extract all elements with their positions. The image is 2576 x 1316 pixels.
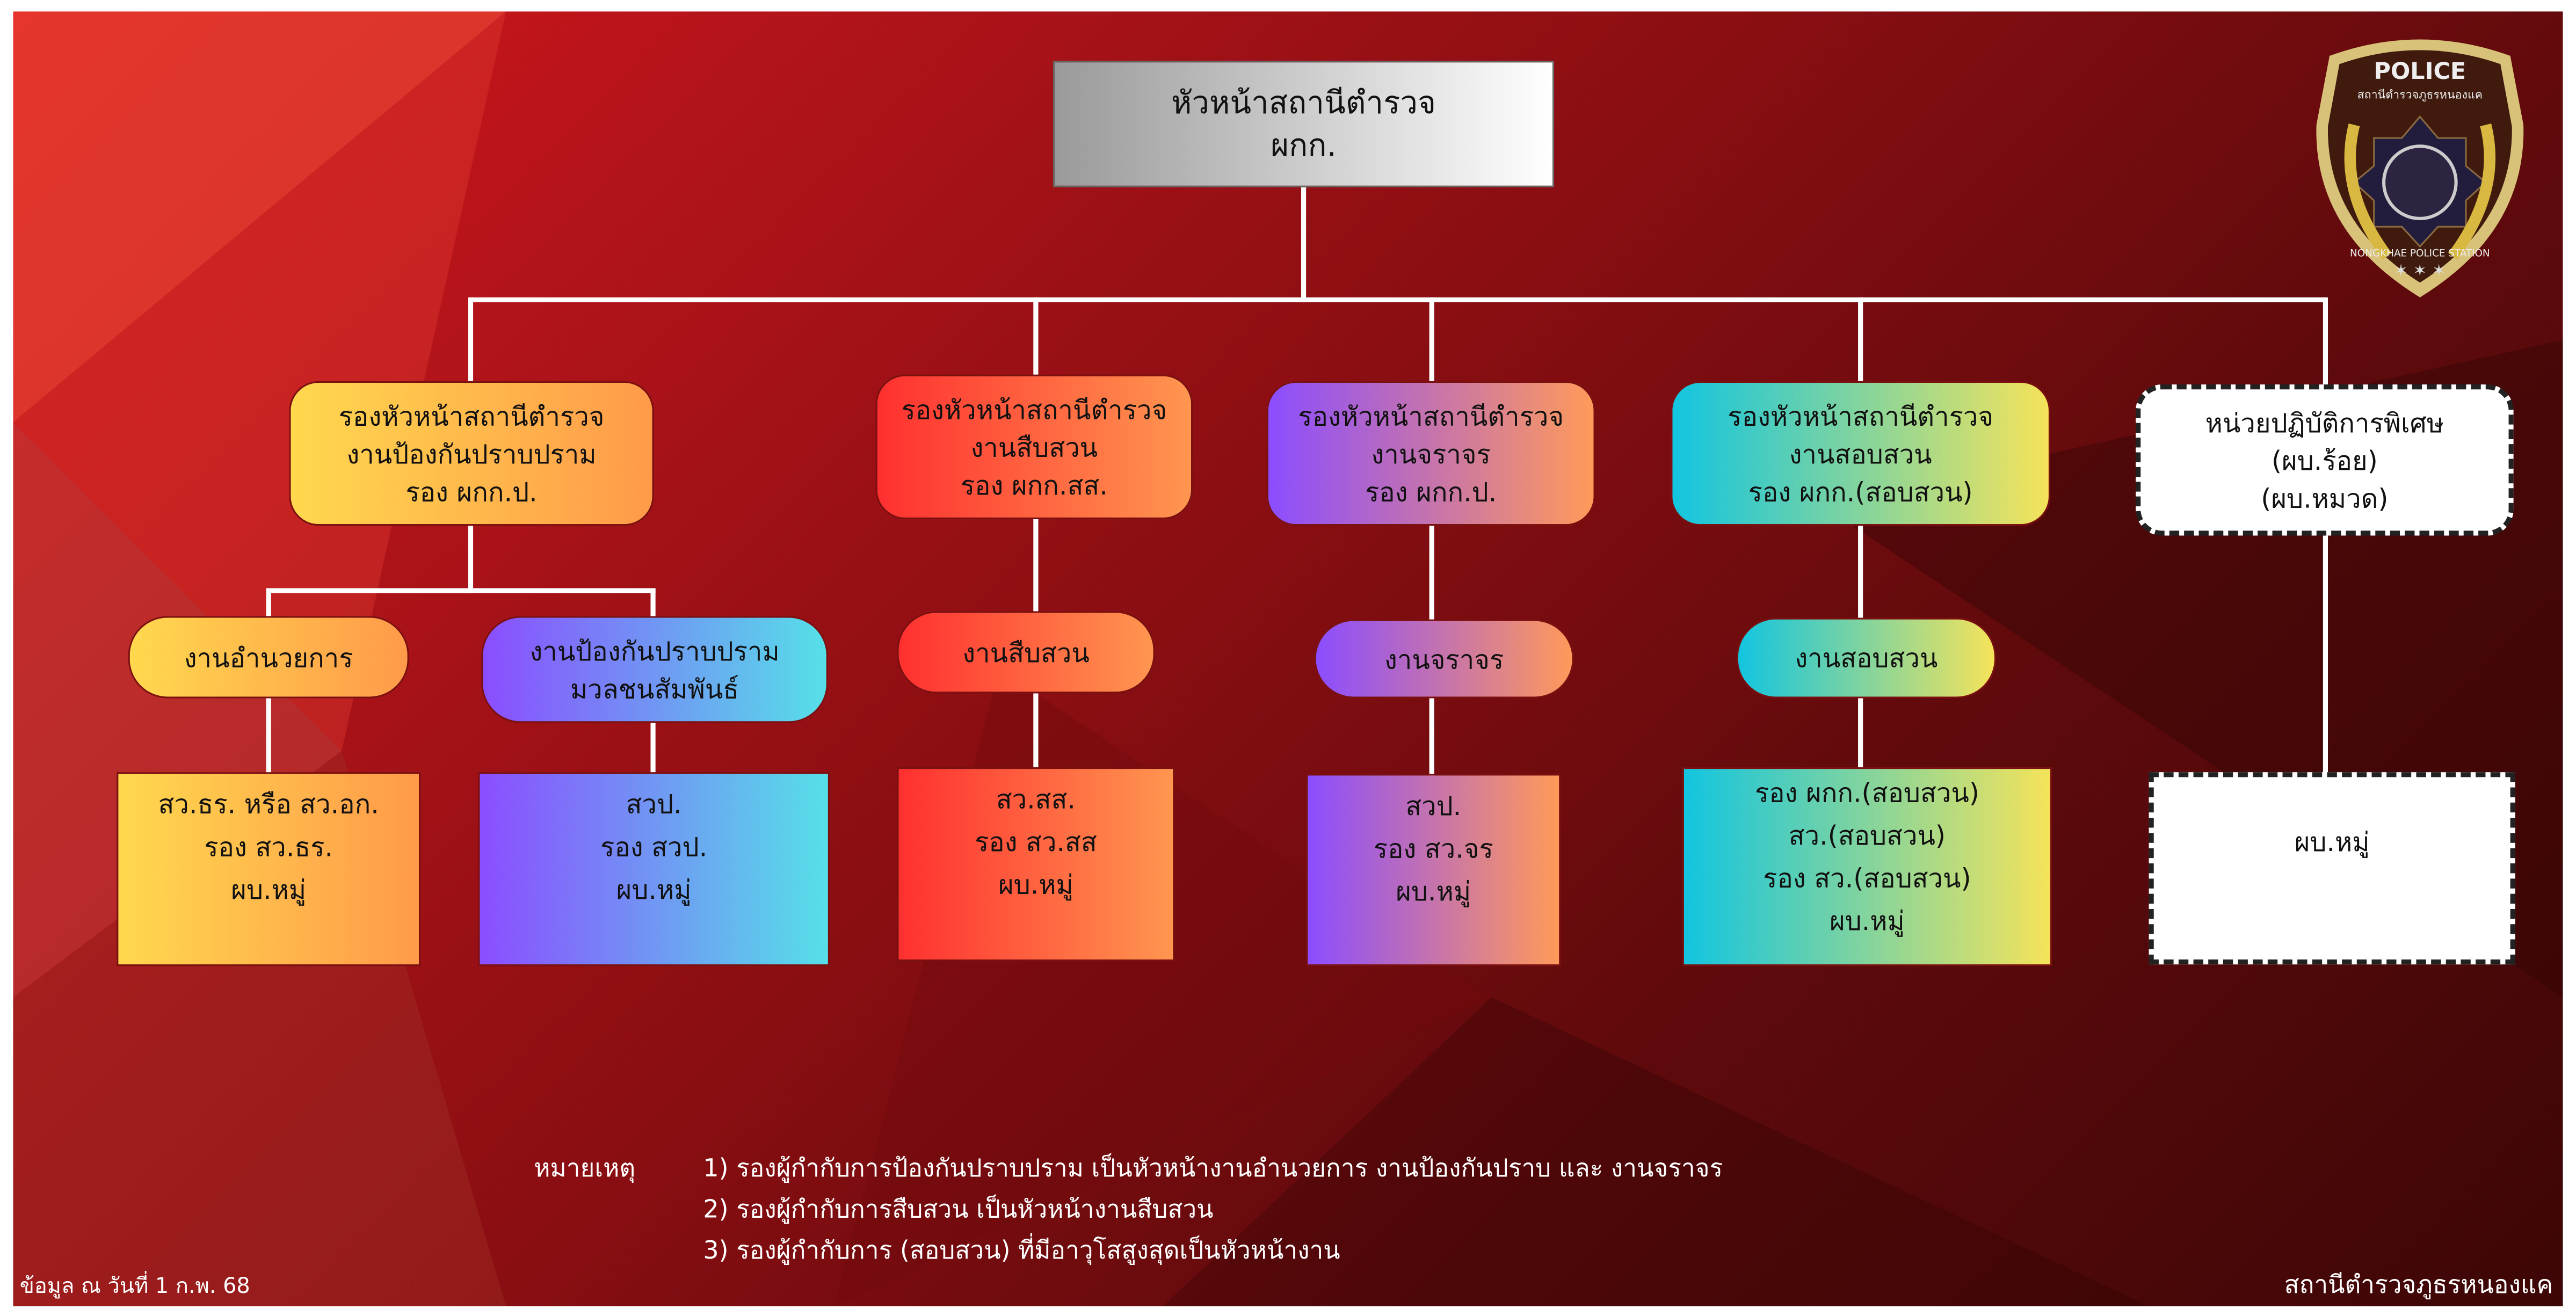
line: งานสอบสวน <box>1789 438 1932 469</box>
notes-label: หมายเหตุ <box>534 1153 636 1183</box>
line: งานสืบสวน <box>962 636 1090 668</box>
line: รองหัวหน้าสถานีตำรวจ <box>1728 400 1994 432</box>
line: สว.(สอบสวน) <box>1788 819 1946 852</box>
note-item: 2) รองผู้กำกับการสืบสวน เป็นหัวหน้างานสื… <box>703 1194 1214 1224</box>
line: รองหัวหน้าสถานีตำรวจ <box>901 393 1167 425</box>
line: รอง สว.(สอบสวน) <box>1763 862 1971 894</box>
line: รองหัวหน้าสถานีตำรวจ <box>1298 400 1564 432</box>
unit-community: งานป้องกันปราบปรามมวลชนสัมพันธ์ <box>481 616 828 723</box>
line: สว.ธร. หรือ สว.อก. <box>158 788 379 820</box>
line: ผบ.หมู่ <box>616 874 692 906</box>
staff-prevention: สวป. รอง สวป. ผบ.หมู่ <box>478 772 830 966</box>
svg-text:✶ ✶ ✶: ✶ ✶ ✶ <box>2394 261 2446 280</box>
line: ผบ.หมู่ <box>231 874 307 906</box>
staff-special-ops: ผบ.หมู่ <box>2149 772 2515 965</box>
station-name: สถานีตำรวจภูธรหนองแค <box>2284 1270 2553 1300</box>
line: รอง ผกก.ป. <box>405 475 538 507</box>
line: งานสอบสวน <box>1795 642 1938 674</box>
head-rank: ผกก. <box>1271 127 1337 164</box>
line: งานป้องกันปราบปราม <box>529 635 780 666</box>
note-item: 1) รองผู้กำกับการป้องกันปราบปราม เป็นหัว… <box>703 1153 1723 1183</box>
line: ผบ.หมู่ <box>2294 826 2370 858</box>
head-box: หัวหน้าสถานีตำรวจ ผกก. <box>1053 61 1555 187</box>
line: งานสืบสวน <box>970 431 1098 463</box>
line: รอง สวป. <box>600 831 708 863</box>
background <box>13 11 2563 1306</box>
unit-admin: งานอำนวยการ <box>128 616 409 699</box>
deputy-box-traffic: รองหัวหน้าสถานีตำรวจงานจราจรรอง ผกก.ป. <box>1266 381 1595 526</box>
deputy-box-inquiry: รองหัวหน้าสถานีตำรวจงานสอบสวนรอง ผกก.(สอ… <box>1671 381 2051 526</box>
staff-inquiry: รอง ผกก.(สอบสวน) สว.(สอบสวน) รอง สว.(สอบสว… <box>1682 767 2052 966</box>
svg-text:POLICE: POLICE <box>2374 58 2466 85</box>
line: ผบ.หมู่ <box>1829 905 1905 937</box>
unit-investigation: งานสืบสวน <box>897 611 1155 694</box>
data-date: ข้อมูล ณ วันที่ 1 ก.พ. 68 <box>19 1275 250 1300</box>
line: รอง ผกก.(สอบสวน) <box>1754 777 1979 809</box>
line: สว.สส. <box>996 783 1076 815</box>
line: รอง ผกก.สส. <box>960 469 1108 500</box>
line: งานป้องกันปราบปราม <box>346 438 597 469</box>
deputy-box-prevention: รองหัวหน้าสถานีตำรวจงานป้องกันปราบปรามรอ… <box>289 381 654 526</box>
svg-text:NONGKHAE POLICE STATION: NONGKHAE POLICE STATION <box>2350 248 2490 259</box>
line: รอง สว.สส <box>974 826 1097 858</box>
line: รองหัวหน้าสถานีตำรวจ <box>338 400 605 432</box>
unit-traffic: งานจราจร <box>1314 619 1574 699</box>
line: งานอำนวยการ <box>184 641 353 673</box>
staff-admin: สว.ธร. หรือ สว.อก. รอง สว.ธร. ผบ.หมู่ <box>117 772 421 966</box>
line: สวป. <box>626 788 682 820</box>
deputy-box-investigation: รองหัวหน้าสถานีตำรวจงานสืบสวนรอง ผกก.สส. <box>875 374 1193 519</box>
note-item: 3) รองผู้กำกับการ (สอบสวน) ที่มีอาวุโสสู… <box>703 1235 1340 1266</box>
line: หน่วยปฏิบัติการพิเศษ <box>2205 406 2444 438</box>
unit-inquiry: งานสอบสวน <box>1736 617 1997 699</box>
staff-investigation: สว.สส. รอง สว.สสผบ.หมู่ <box>897 767 1175 962</box>
head-title: หัวหน้าสถานีตำรวจ <box>1171 84 1436 121</box>
line: รอง ผกก.ป. <box>1365 475 1497 507</box>
line: งานจราจร <box>1371 438 1491 469</box>
special-ops-box: หน่วยปฏิบัติการพิเศษ (ผบ.ร้อย) (ผบ.หมวด) <box>2136 384 2514 536</box>
line: รอง สว.ธร. <box>204 831 333 863</box>
line: (ผบ.หมวด) <box>2261 482 2389 514</box>
line: (ผบ.ร้อย) <box>2271 444 2378 476</box>
line: สวป. <box>1405 790 1462 821</box>
svg-text:สถานีตำรวจภูธรหนองแค: สถานีตำรวจภูธรหนองแค <box>2357 89 2483 102</box>
line: ผบ.หมู่ <box>1396 875 1471 907</box>
line: งานจราจร <box>1384 643 1504 675</box>
line: มวลชนสัมพันธ์ <box>570 673 739 704</box>
staff-traffic: สวป. รอง สว.จรผบ.หมู่ <box>1306 774 1561 966</box>
police-badge-logo: POLICE สถานีตำรวจภูธรหนองแค NONGKHAE POL… <box>2297 26 2543 302</box>
line: รอง ผกก.(สอบสวน) <box>1748 475 1973 507</box>
line: รอง สว.จร <box>1373 833 1493 864</box>
line: ผบ.หมู่ <box>998 869 1073 900</box>
